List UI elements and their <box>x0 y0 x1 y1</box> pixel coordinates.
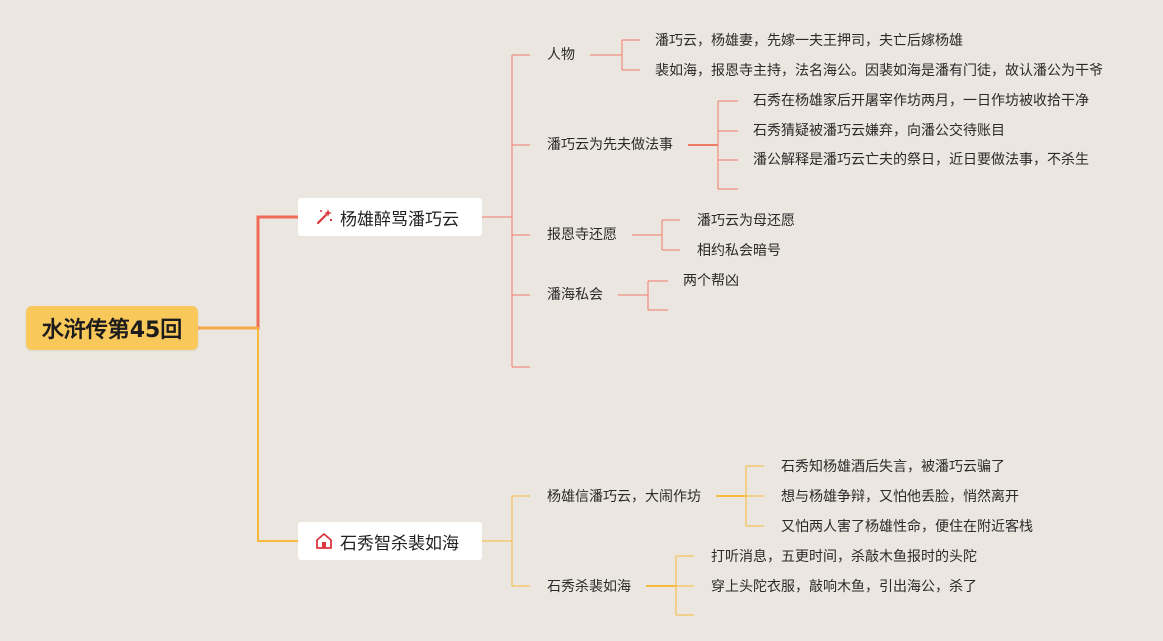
leaf-item[interactable]: 石秀知杨雄酒后失言，被潘巧云骗了 <box>781 459 1005 475</box>
branch-topic-2-label: 石秀智杀裴如海 <box>340 533 459 554</box>
connector-root-branch1 <box>198 215 298 330</box>
leaf-item[interactable]: 石秀在杨雄家后开屠宰作坊两月，一日作坊被收拾干净 <box>753 93 1089 109</box>
branch-topic-1[interactable]: 杨雄醉骂潘巧云 <box>298 198 482 236</box>
subtopic-kill-pei[interactable]: 石秀杀裴如海 <box>547 579 631 595</box>
leaf-item[interactable]: 石秀猜疑被潘巧云嫌弃，向潘公交待账目 <box>753 123 1005 139</box>
magic-wand-icon <box>314 207 334 227</box>
leaf-item[interactable]: 相约私会暗号 <box>697 243 781 259</box>
subtopic-temple-vow[interactable]: 报恩寺还愿 <box>547 227 617 243</box>
branch1-connectors <box>482 39 738 368</box>
subtopic-secret-meeting[interactable]: 潘海私会 <box>547 287 603 303</box>
leaf-item[interactable]: 想与杨雄争辩，又怕他丢脸，悄然离开 <box>781 489 1019 505</box>
branch2-connectors <box>482 465 764 616</box>
subtopic-characters[interactable]: 人物 <box>547 47 575 63</box>
leaf-item[interactable]: 打听消息，五更时间，杀敲木鱼报时的头陀 <box>711 549 977 565</box>
leaf-item[interactable]: 穿上头陀衣服，敲响木鱼，引出海公，杀了 <box>711 579 977 595</box>
connector-root-branch2 <box>198 327 298 542</box>
leaf-item[interactable]: 两个帮凶 <box>683 273 739 289</box>
leaf-item[interactable]: 裴如海，报恩寺主持，法名海公。因裴如海是潘有门徒，故认潘公为干爷 <box>655 63 1103 79</box>
leaf-item[interactable]: 潘巧云，杨雄妻，先嫁一夫王押司，夫亡后嫁杨雄 <box>655 33 963 49</box>
subtopic-workshop-uproar[interactable]: 杨雄信潘巧云，大闹作坊 <box>547 489 701 505</box>
branch-topic-1-label: 杨雄醉骂潘巧云 <box>340 209 459 230</box>
root-topic[interactable]: 水浒传第45回 <box>26 306 198 350</box>
leaf-item[interactable]: 又怕两人害了杨雄性命，便住在附近客栈 <box>781 519 1033 535</box>
root-topic-label: 水浒传第45回 <box>41 318 183 343</box>
leaf-item[interactable]: 潘巧云为母还愿 <box>697 213 795 229</box>
subtopic-memorial-rite[interactable]: 潘巧云为先夫做法事 <box>547 137 673 153</box>
house-icon <box>314 531 334 551</box>
leaf-item[interactable]: 潘公解释是潘巧云亡夫的祭日，近日要做法事，不杀生 <box>753 152 1089 168</box>
branch-topic-2[interactable]: 石秀智杀裴如海 <box>298 522 482 560</box>
